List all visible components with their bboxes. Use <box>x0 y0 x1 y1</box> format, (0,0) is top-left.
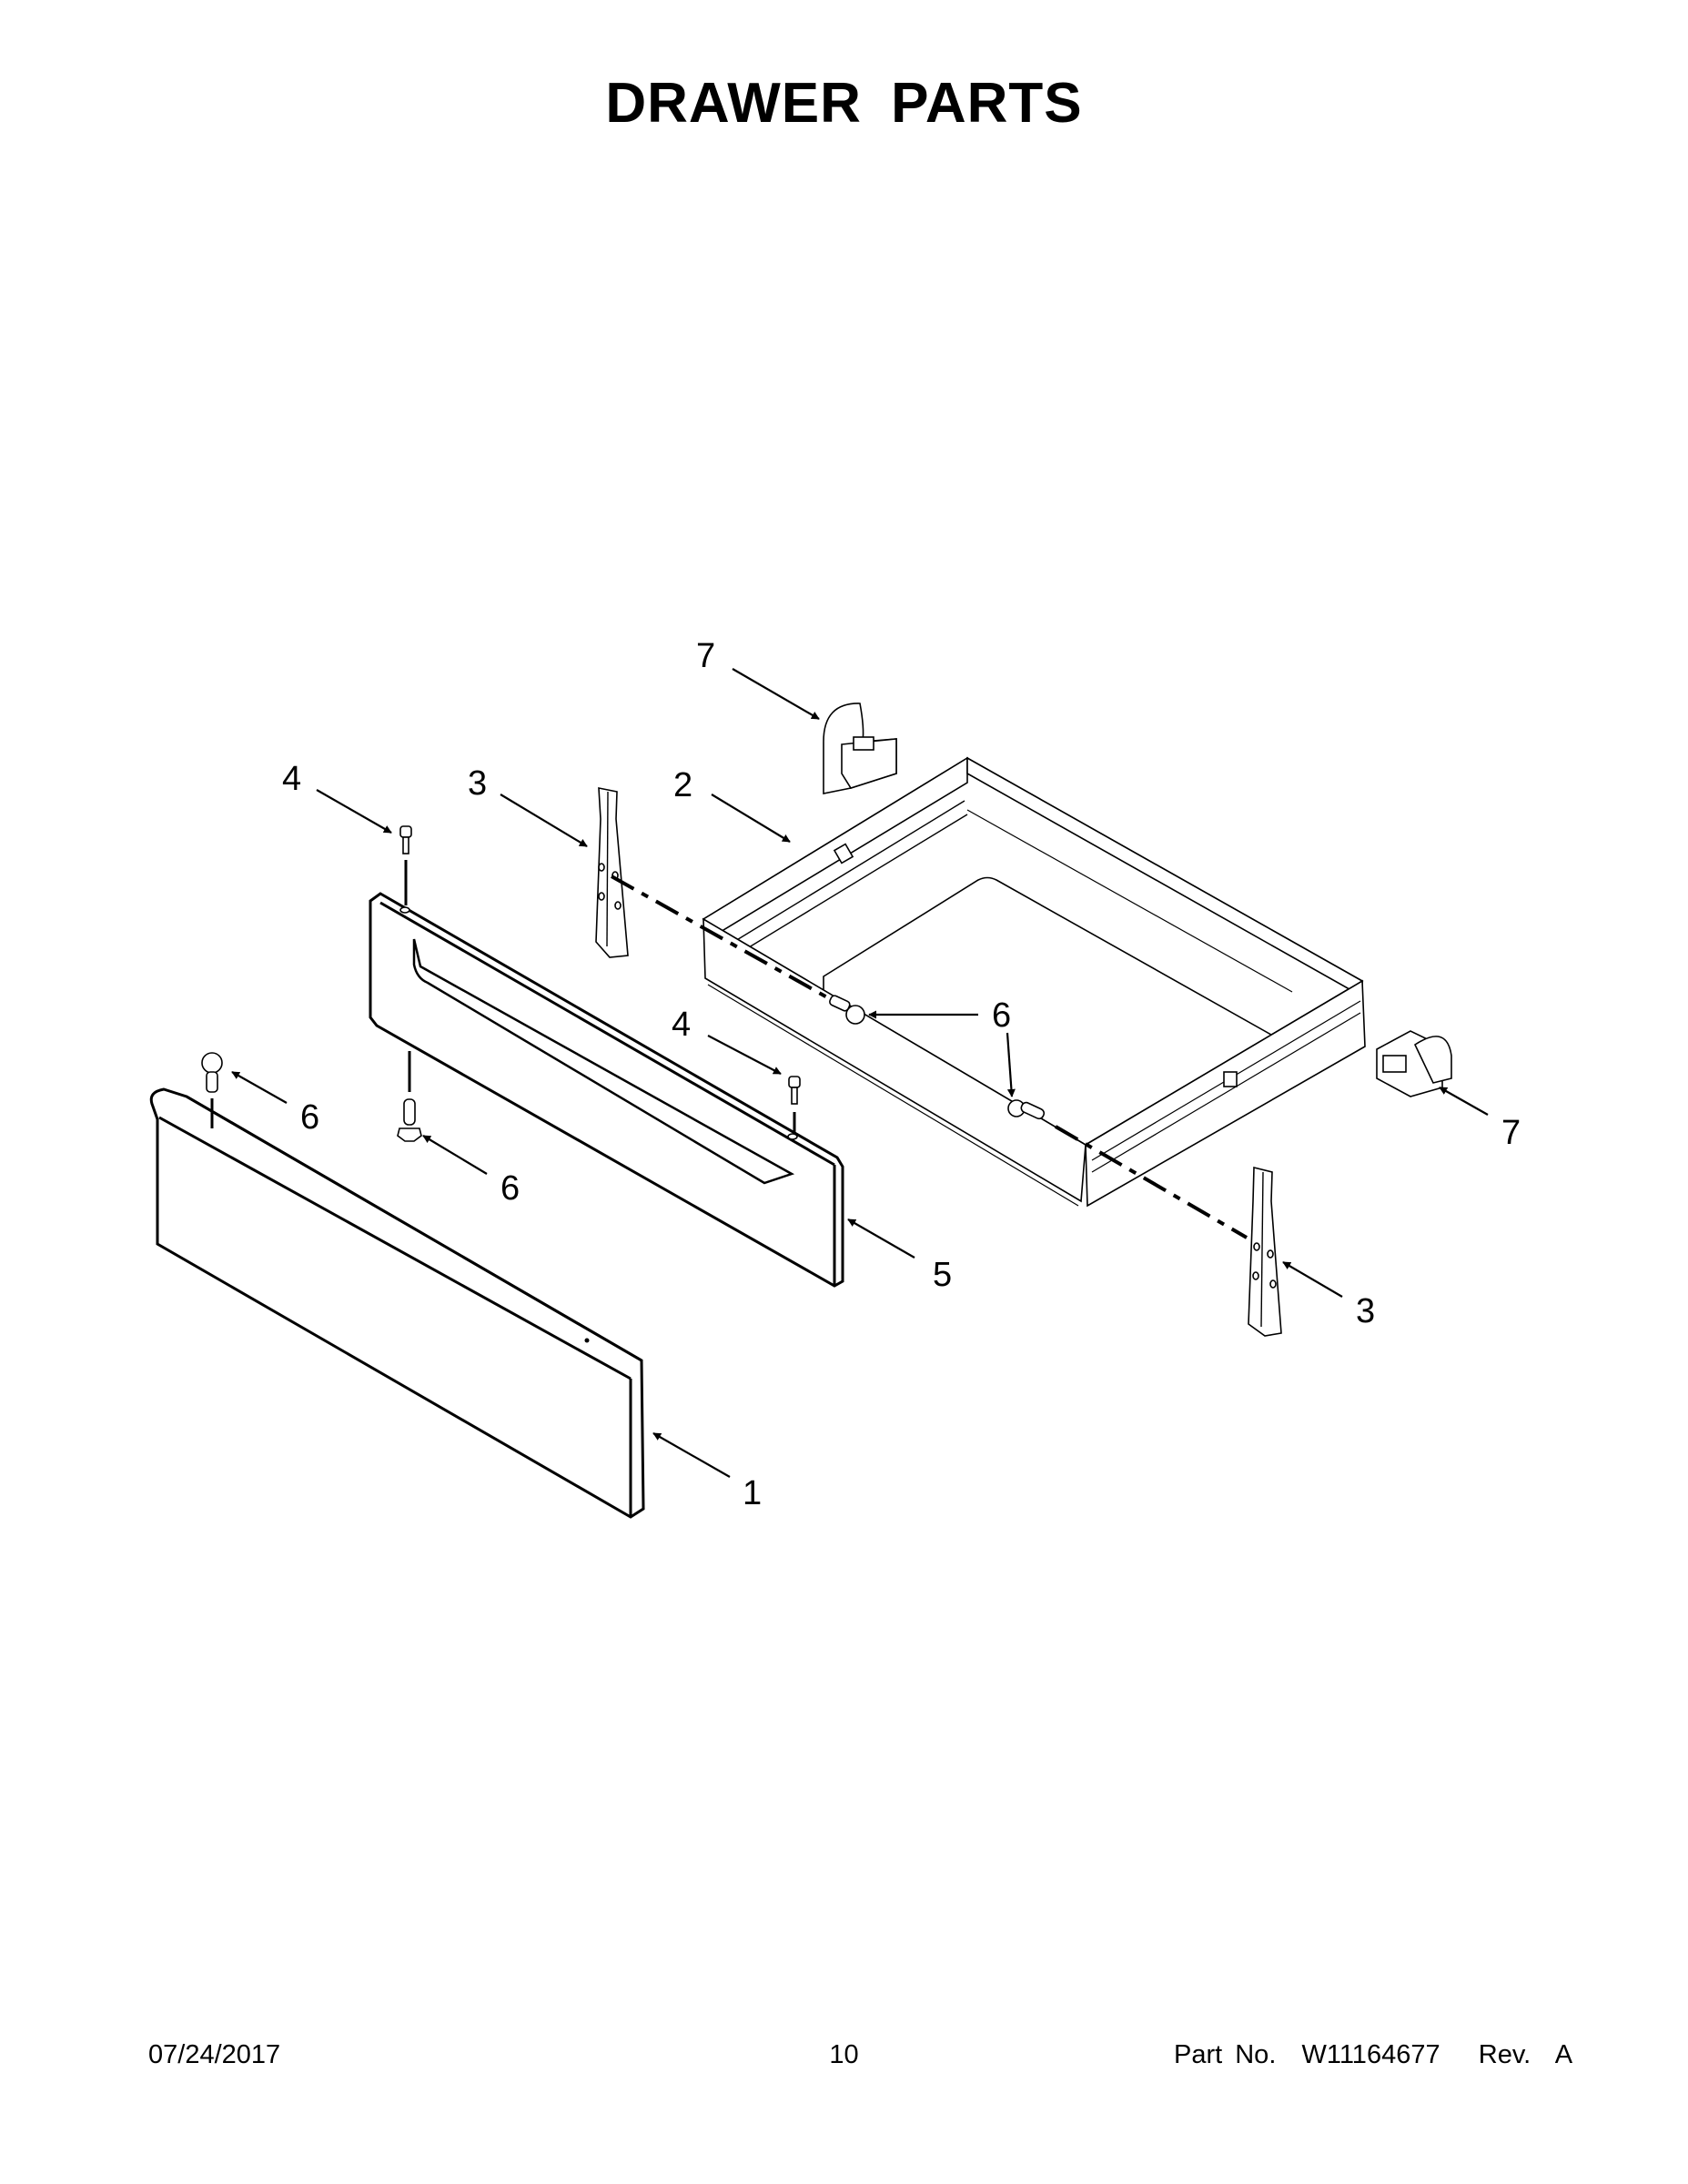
front-panel <box>149 1087 645 1519</box>
side-bracket-right <box>1248 1166 1282 1337</box>
page-title: DRAWER PARTS <box>605 72 1083 135</box>
screw-under-panel <box>397 1051 422 1142</box>
screw-drawer-side <box>829 995 865 1025</box>
handle-screw-right <box>788 1076 801 1133</box>
handle-panel <box>369 892 844 1288</box>
footer-part-number: Part No. W11164677 Rev. A <box>1174 2040 1573 2069</box>
callout-6-under-panel: 6 <box>500 1169 520 1208</box>
callout-4-right: 4 <box>672 1006 691 1044</box>
callout-5: 5 <box>933 1256 952 1294</box>
screw-front-left <box>201 1052 223 1128</box>
callout-7-right: 7 <box>1501 1114 1521 1152</box>
callout-6-front-left: 6 <box>300 1098 319 1137</box>
drawer-body <box>702 756 1366 1208</box>
footer-date: 07/24/2017 <box>148 2040 281 2069</box>
side-bracket-left <box>595 787 629 958</box>
handle-screw-left <box>399 825 412 905</box>
callout-2: 2 <box>673 766 692 804</box>
glide-clip-upper <box>823 703 897 794</box>
callout-1: 1 <box>743 1474 762 1512</box>
glide-clip-right <box>1376 1030 1452 1097</box>
footer-page-number: 10 <box>829 2040 859 2069</box>
callout-3-right: 3 <box>1356 1292 1375 1330</box>
callout-3-left: 3 <box>468 764 487 803</box>
screw-drawer-front <box>1007 1099 1046 1120</box>
leader-arrows <box>231 668 1489 1478</box>
callout-4-left: 4 <box>282 760 301 798</box>
callout-6-drawer-side: 6 <box>992 996 1011 1035</box>
callout-7-upper: 7 <box>696 637 715 675</box>
